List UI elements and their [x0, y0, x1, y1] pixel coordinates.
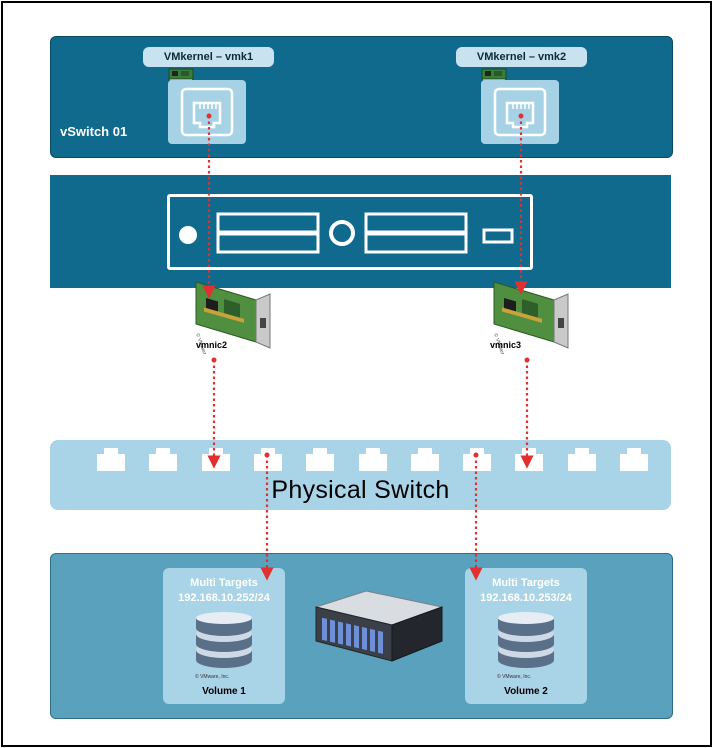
volume-2-label: Volume 2 — [504, 686, 548, 697]
switch-port-icon — [463, 448, 491, 471]
target-1-ip: 192.168.10.252/24 — [178, 592, 270, 604]
target-2-ip: 192.168.10.253/24 — [480, 592, 572, 604]
target-1-title: Multi Targets — [190, 577, 258, 589]
physical-switch-panel — [50, 440, 671, 510]
switch-port-icon — [97, 448, 125, 471]
switch-port-icon — [568, 448, 596, 471]
server-chassis-icon — [167, 194, 533, 270]
vmnic3-card-icon: © VMware, Inc. — [492, 281, 569, 354]
storage-array-icon — [314, 590, 444, 662]
vmnic3-label: vmnic3 — [490, 340, 522, 350]
physical-switch-title: Physical Switch — [271, 476, 450, 504]
vmk2-label: VMkernel – vmk2 — [456, 47, 587, 67]
volume-2-copyright: © VMware, Inc. — [497, 674, 532, 680]
switch-port-icon — [359, 448, 387, 471]
switch-port-icon — [411, 448, 439, 471]
vmk1-ethernet-port-icon — [180, 87, 234, 137]
switch-port-icon — [254, 448, 282, 471]
target-2-title: Multi Targets — [492, 577, 560, 589]
vmk1-label: VMkernel – vmk1 — [143, 47, 274, 67]
server-front-panel-icon — [179, 212, 514, 254]
volume-1-copyright: © VMware, Inc. — [195, 674, 230, 680]
vmnic2-label: vmnic2 — [196, 340, 228, 350]
switch-port-icon — [306, 448, 334, 471]
switch-port-icon — [620, 448, 648, 471]
volume-1-label: Volume 1 — [202, 686, 246, 697]
volume-1-disk-icon — [196, 612, 252, 668]
switch-port-icon — [149, 448, 177, 471]
volume-2-disk-icon — [498, 612, 554, 668]
vswitch-name: vSwitch 01 — [60, 124, 128, 139]
